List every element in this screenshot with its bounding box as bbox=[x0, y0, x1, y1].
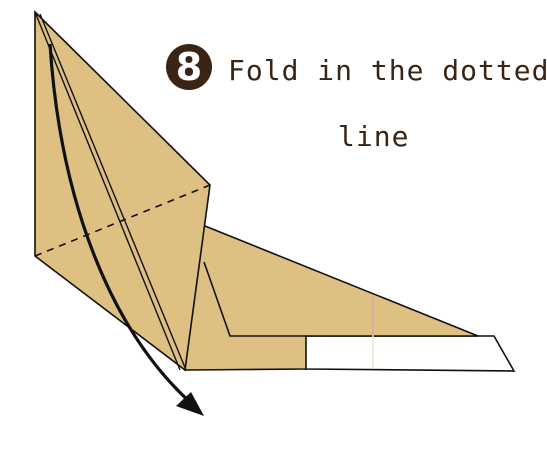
dotted-fold-line bbox=[34, 184, 211, 257]
white-base-strip bbox=[304, 335, 516, 372]
inner-crease-line bbox=[203, 261, 306, 337]
step-number-badge: 8 bbox=[166, 44, 212, 90]
instruction-text-line-2: line bbox=[338, 120, 410, 153]
upper-flap-panel bbox=[34, 10, 211, 372]
instruction-text-line-1: Fold in the dotted bbox=[228, 54, 547, 87]
flap-crease-2 bbox=[39, 13, 187, 371]
flap-crease-1 bbox=[34, 11, 181, 371]
curved-arrow-icon bbox=[48, 43, 204, 416]
